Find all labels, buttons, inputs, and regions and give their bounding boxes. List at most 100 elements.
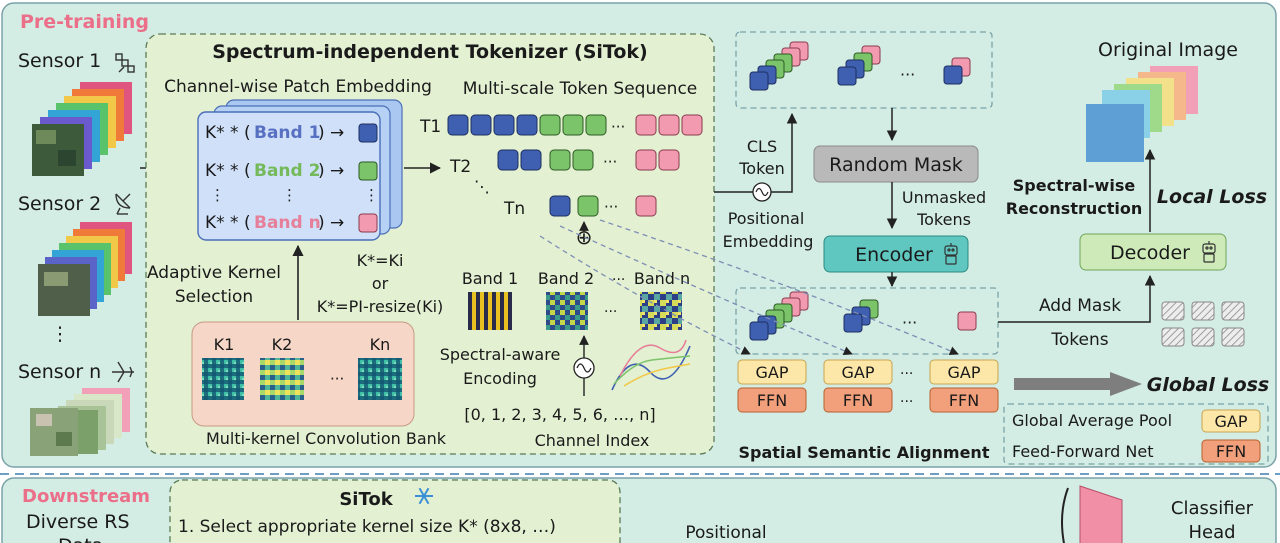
k2-label: K2: [272, 335, 293, 354]
legend-ffn-label: Feed-Forward Net: [1012, 442, 1153, 461]
unmasked-line2: Tokens: [916, 210, 971, 229]
encoded-tokens-box: [735, 287, 999, 355]
band-2-pattern: [546, 292, 588, 330]
tokens-label: Tokens: [1050, 330, 1108, 350]
spectral-aware-line2: Encoding: [463, 369, 537, 388]
ffn-box-n: FFN: [929, 387, 999, 413]
classifier-head-shape: [1079, 485, 1123, 543]
legend-gap-swatch: [1201, 409, 1261, 433]
band-suffix: ) →: [318, 213, 344, 233]
decoder-box: [1079, 233, 1227, 271]
t2-token-row: [497, 149, 680, 171]
ffn-label: FFN: [757, 391, 787, 410]
sensor-1-image-stack: [32, 82, 132, 176]
sensor-2-image-stack: [38, 222, 132, 316]
kernel-dots: ···: [330, 370, 344, 388]
unmasked-line1: Unmasked: [902, 188, 986, 207]
classifier-line2: Head: [1188, 522, 1235, 543]
band-suffix: ) →: [318, 123, 344, 143]
kstar-rule-1: K*=Ki: [357, 251, 404, 270]
original-image-stack: [1086, 66, 1198, 162]
band-1-token: [358, 123, 378, 143]
kernel-1-patch: [202, 358, 244, 400]
decoder-label: Decoder: [1110, 242, 1190, 264]
encoded-group-n: [957, 311, 977, 331]
channel-seq: [0, 1, 2, 3, 4, 5, 6, …, n]: [464, 405, 655, 424]
gap-label: GAP: [842, 363, 875, 382]
downstream-label: Downstream: [22, 486, 150, 507]
local-loss-label: Local Loss: [1157, 186, 1267, 208]
top-token-dots: ···: [900, 65, 915, 84]
random-mask-box: [813, 145, 979, 183]
spatial-alignment-label: Spatial Semantic Alignment: [739, 443, 990, 462]
satellite-icon: [115, 53, 135, 73]
pattern-dots: ···: [604, 304, 617, 320]
gap-label: GAP: [756, 363, 789, 382]
tokens-to-decoder-arrow: [998, 274, 1156, 323]
k1-label: K1: [214, 335, 235, 354]
original-image-label: Original Image: [1098, 39, 1238, 61]
gap-box-2: GAP: [823, 359, 893, 385]
pattern-sep: ···: [612, 272, 625, 288]
ffn-label: FFN: [949, 391, 979, 410]
kernel-bank-label: Multi-kernel Convolution Bank: [206, 429, 447, 448]
kernel-n-patch: [358, 358, 402, 400]
encoded-group-2: [843, 299, 879, 333]
pattern-band-n: Band n: [634, 269, 690, 288]
spectral-recon-line2: Reconstruction: [1006, 199, 1143, 218]
sensor-2-label: Sensor 2: [18, 193, 101, 215]
mask-tokens-grid: [1161, 301, 1245, 347]
legend-ffn-swatch: [1201, 439, 1261, 463]
global-loss-label: Global Loss: [1147, 374, 1270, 396]
kn-label: Kn: [370, 335, 391, 354]
spectral-aware-line1: Spectral-aware: [440, 345, 561, 364]
adaptive-kernel-line1: Adaptive Kernel: [147, 263, 281, 283]
t1-ellipsis: ···: [611, 118, 625, 136]
gap-box-n: GAP: [929, 359, 999, 385]
band-row-2: K* * ( Band 2 ) →: [205, 161, 344, 181]
pos-embed-line1: Positional: [728, 209, 805, 228]
spectral-recon-line1: Spectral-wise: [1013, 176, 1136, 195]
band-1-pattern: [468, 292, 512, 330]
cls-line1: CLS: [747, 137, 777, 156]
multiscale-sequence-label: Multi-scale Token Sequence: [463, 79, 698, 99]
positional-wave-glyph: [755, 187, 769, 197]
sine-wave-glyph: [576, 363, 592, 373]
band-row-1: K* * ( Band 1 ) →: [205, 123, 344, 143]
encoder-box: [823, 235, 969, 273]
cls-line2: Token: [738, 159, 785, 178]
adaptive-kernel-line2: Selection: [175, 287, 253, 307]
band-vdots-mid: ⋮: [282, 186, 297, 204]
rows-diagonal-dots: ⋱: [474, 177, 490, 196]
spectral-curves: [611, 339, 691, 391]
t1-label: T1: [419, 117, 441, 137]
ffn-box-2: FFN: [823, 387, 893, 413]
tn-ellipsis: ···: [604, 198, 618, 216]
tn-label: Tn: [503, 199, 525, 219]
add-mask-label: Add Mask: [1039, 296, 1121, 316]
encoder-label: Encoder: [855, 244, 933, 266]
t2-label: T2: [449, 157, 471, 177]
band-prefix: K* * (: [205, 161, 251, 181]
band-n-token: [358, 213, 378, 233]
tn-token-row: [549, 195, 657, 217]
alignment-arrows: [539, 219, 959, 356]
random-mask-label: Random Mask: [829, 154, 963, 176]
kernel-2-patch: [260, 358, 304, 400]
classifier-bracket: [1061, 487, 1069, 543]
downstream-sitok-label: SiTok: [339, 489, 393, 510]
band-prefix: K* * (: [205, 213, 251, 233]
legend-gap-label: Global Average Pool: [1012, 411, 1172, 430]
pos-embed-line2: Embedding: [723, 232, 814, 251]
snowflake-icon: [415, 487, 433, 505]
band-2-label: Band 2: [254, 161, 320, 181]
band-vdots-right: ⋮: [364, 186, 379, 204]
top-token-group-2: [837, 45, 881, 86]
band-n-pattern: [640, 292, 682, 330]
band-suffix: ) →: [318, 161, 344, 181]
sensor-n-image-stack: [30, 388, 130, 456]
kstar-rule-3: K*=PI-resize(Ki): [317, 297, 444, 316]
gap-box-1: GAP: [737, 359, 807, 385]
top-token-group-1: [749, 41, 809, 91]
